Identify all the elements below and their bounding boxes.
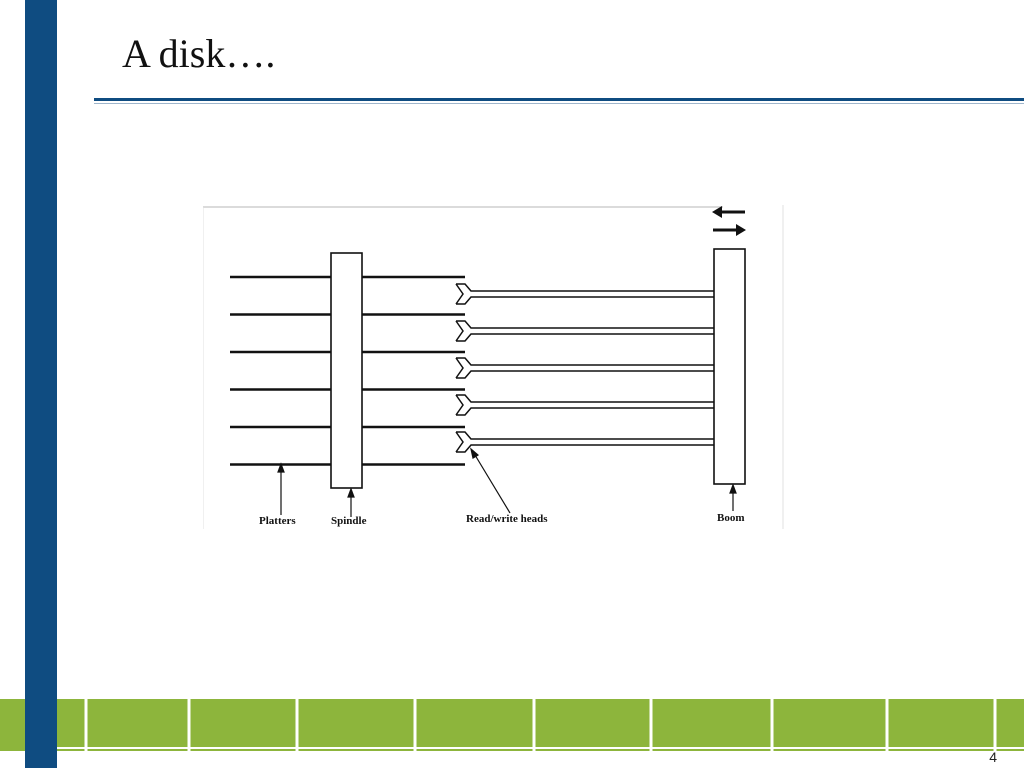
direction-arrows <box>712 206 746 236</box>
slide-title: A disk…. <box>122 31 276 76</box>
disk-diagram: Platters Spindle Read/write heads Boom <box>203 205 785 529</box>
read-write-head <box>455 431 714 453</box>
read-write-heads <box>455 283 714 453</box>
boom <box>713 248 746 485</box>
heads-label: Read/write heads <box>466 513 548 525</box>
platters-label: Platters <box>259 515 296 527</box>
read-write-head <box>455 320 714 342</box>
read-write-head <box>455 283 714 305</box>
read-write-head <box>455 394 714 416</box>
label-pointers <box>277 447 737 517</box>
title-divider <box>94 98 1024 101</box>
footer-band <box>0 699 1024 751</box>
page-number: 4 <box>989 749 997 765</box>
spindle <box>330 252 363 489</box>
left-accent-bar <box>25 0 57 768</box>
spindle-label: Spindle <box>331 515 367 527</box>
title-divider-thin <box>94 103 1024 104</box>
read-write-head <box>455 357 714 379</box>
boom-label: Boom <box>717 512 745 524</box>
